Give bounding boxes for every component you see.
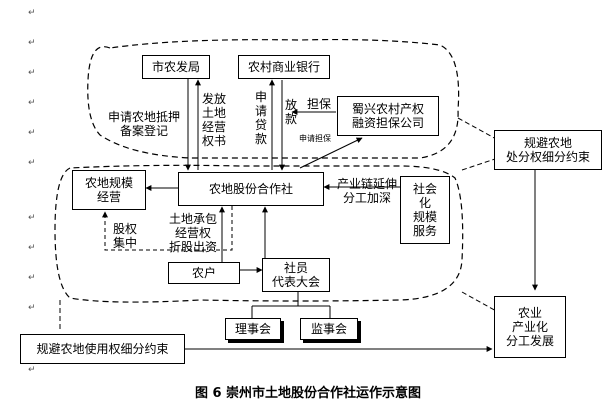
node-sheyuan-dahui: 社员 代表大会: [262, 258, 330, 292]
dashed-guide-lower-right: [461, 291, 499, 313]
dashed-guide-mid-right: [461, 157, 499, 171]
para-mark: ↵: [28, 98, 36, 108]
para-mark: ↵: [28, 365, 36, 375]
node-shuxing-danbao: 蜀兴农村产权 融资担保公司: [337, 96, 439, 136]
para-mark: ↵: [28, 213, 36, 223]
node-shehuihua-fuwu: 社会 化 规模 服务: [400, 176, 450, 244]
figure-caption: 图 6 崇州市土地股份合作社运作示意图: [194, 386, 422, 401]
label-tudi-chengbao: 土地承包 经营权 折股出资: [168, 212, 217, 254]
label-guquan-jizhong: 股权 集中: [112, 222, 137, 250]
para-mark: ↵: [28, 273, 36, 283]
para-mark: ↵: [28, 8, 36, 18]
node-nongcun-bank: 农村商业银行: [238, 55, 330, 79]
node-jianshihui: 监事会: [300, 318, 358, 340]
node-hezuoshe: 农地股份合作社: [178, 172, 324, 206]
label-chanyelian: 产业链延伸 分工加深: [336, 177, 397, 205]
para-mark: ↵: [28, 158, 36, 168]
para-mark: ↵: [28, 243, 36, 253]
label-danbao: 担保: [306, 97, 331, 111]
label-shenqing-danbao: 申请担保: [299, 134, 331, 143]
arrow-equity-dashed: [102, 206, 233, 251]
para-mark: ↵: [28, 38, 36, 48]
node-guibi-chufenquan: 规避农地 处分权细分约束: [494, 130, 602, 170]
node-shinongfaju: 市农发局: [142, 55, 210, 79]
label-fangkuan: 放 款: [284, 98, 297, 126]
upper-dashed-region: [87, 38, 460, 159]
node-guibi-shiyongquan: 规避农地使用权细分约束: [20, 334, 185, 364]
node-nonghu: 农户: [168, 262, 240, 284]
arrow-apply-guarantee: [299, 137, 363, 169]
para-mark: ↵: [28, 68, 36, 78]
label-shenqing-daikuan: 申 请 贷 款: [254, 90, 267, 146]
dashed-guide-upper-right: [457, 117, 499, 141]
label-shenqing-diya: 申请农地抵押 备案登记: [107, 110, 180, 138]
node-lishihui: 理事会: [225, 318, 281, 340]
para-mark: ↵: [28, 128, 36, 138]
para-mark: ↵: [28, 303, 36, 313]
node-guimo-jingying: 农地规模 经营: [72, 170, 146, 210]
label-fafang-jingyingquan: 发放 土地 经营 权书: [201, 92, 226, 148]
node-nongye-fazhan: 农业 产业化 分工发展: [494, 296, 566, 358]
